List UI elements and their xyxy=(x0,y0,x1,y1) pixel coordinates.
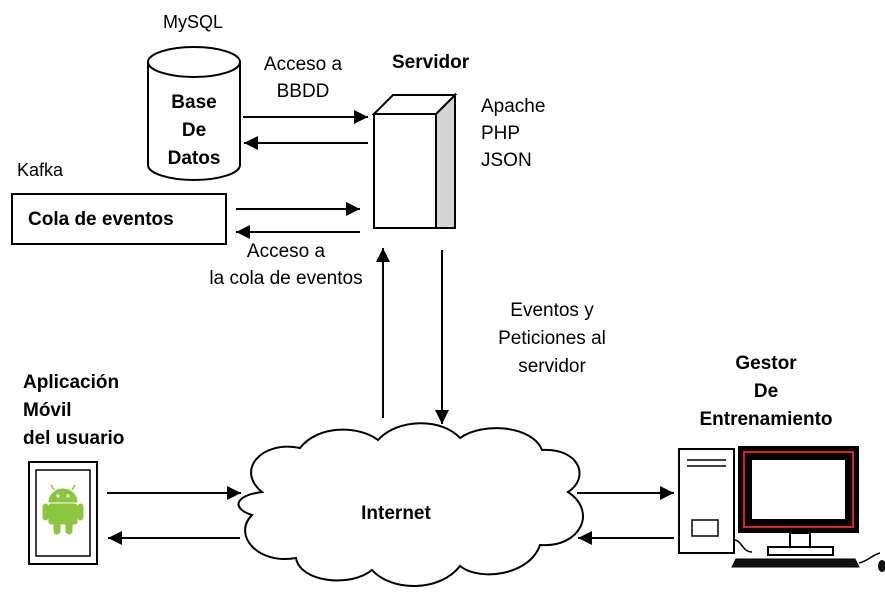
kafka-label: Kafka xyxy=(17,160,64,180)
events-requests-label-line1: Eventos y xyxy=(510,300,594,321)
queue-access-label-line2: la cola de eventos xyxy=(209,268,363,289)
mysql-label: MySQL xyxy=(163,12,224,32)
events-requests-label-line3: servidor xyxy=(518,356,586,377)
android-phone-icon xyxy=(28,461,98,565)
queue-access-label-line1: Acceso a xyxy=(246,241,326,262)
server-stack-apache: Apache xyxy=(481,96,546,117)
desktop-computer-icon xyxy=(678,446,885,572)
events-requests-label-line2: Peticiones al xyxy=(498,328,606,349)
trainer-label-line1: Gestor xyxy=(735,353,797,374)
server-stack-php: PHP xyxy=(481,123,521,144)
mouse xyxy=(878,560,885,572)
db-label-line3: Datos xyxy=(167,148,221,169)
trainer-label-line3: Entrenamiento xyxy=(699,409,833,430)
android-logo-icon xyxy=(42,484,84,535)
keyboard xyxy=(731,558,860,568)
trainer-label-line2: De xyxy=(753,381,779,402)
server-tower-icon xyxy=(371,92,458,229)
mobile-app-label-line2: Móvil xyxy=(23,400,72,421)
mobile-app-label-line3: del usuario xyxy=(23,428,125,449)
server-stack-json: JSON xyxy=(481,150,532,171)
internet-label: Internet xyxy=(361,503,431,524)
event-queue-box xyxy=(11,193,227,245)
cloud-icon xyxy=(237,422,584,587)
mobile-app-label-line1: Aplicación xyxy=(23,372,120,393)
db-label-line2: De xyxy=(181,120,207,141)
db-label-line1: Base xyxy=(171,92,217,113)
database-cylinder-icon xyxy=(147,46,241,181)
db-access-label-line2: BBDD xyxy=(276,81,330,102)
event-queue-label: Cola de eventos xyxy=(28,209,174,230)
db-access-label-line1: Acceso a xyxy=(263,54,343,75)
computer-tower xyxy=(678,448,735,554)
server-title: Servidor xyxy=(392,52,470,73)
